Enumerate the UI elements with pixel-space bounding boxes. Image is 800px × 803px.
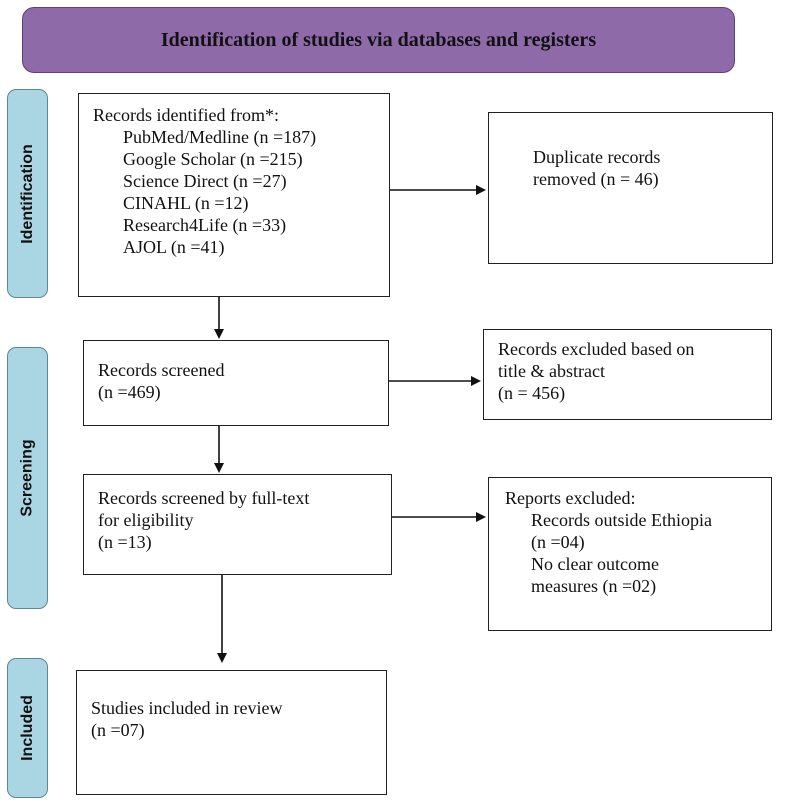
included-line: Studies included in review (91, 698, 283, 718)
records-excluded-line: (n = 456) (498, 383, 566, 403)
duplicates-line: Duplicate records (533, 147, 661, 167)
duplicates-line: removed (n = 46) (533, 169, 659, 189)
reports-excluded-line: No clear outcome (531, 554, 659, 574)
records-excluded-line: title & abstract (498, 361, 605, 381)
records-identified-heading: Records identified from*: (93, 105, 279, 125)
source-item: Google Scholar (n =215) (123, 149, 303, 169)
full-text-line: for eligibility (98, 510, 194, 530)
records-screened-box: Records screened (n =469) (83, 340, 389, 426)
full-text-screened-box: Records screened by full-text for eligib… (83, 474, 392, 575)
reports-excluded-line: measures (n =02) (531, 576, 657, 596)
source-item: Research4Life (n =33) (123, 215, 287, 235)
full-text-line: (n =13) (98, 532, 152, 552)
reports-excluded-line: (n =04) (531, 532, 585, 552)
records-identified-box: Records identified from*: PubMed/Medline… (78, 93, 390, 297)
full-text-line: Records screened by full-text (98, 488, 310, 508)
source-item: Science Direct (n =27) (123, 171, 287, 191)
header-banner: Identification of studies via databases … (22, 7, 735, 73)
phase-screening: Screening (7, 347, 48, 609)
records-screened-line: (n =469) (98, 382, 161, 402)
source-item: PubMed/Medline (n =187) (123, 127, 317, 147)
phase-included-label: Included (18, 695, 36, 761)
records-excluded-line: Records excluded based on (498, 339, 695, 359)
header-title: Identification of studies via databases … (160, 28, 597, 51)
included-line: (n =07) (91, 720, 145, 740)
reports-excluded-heading: Reports excluded: (505, 488, 636, 508)
records-screened-line: Records screened (98, 360, 225, 380)
reports-excluded-box: Reports excluded: Records outside Ethiop… (488, 477, 772, 631)
source-item: AJOL (n =41) (123, 237, 225, 257)
phase-included: Included (7, 658, 48, 798)
phase-screening-label: Screening (18, 439, 36, 517)
phase-identification-label: Identification (18, 143, 36, 244)
source-item: CINAHL (n =12) (123, 193, 249, 213)
reports-excluded-line: Records outside Ethiopia (531, 510, 712, 530)
records-excluded-box: Records excluded based on title & abstra… (483, 329, 772, 420)
duplicates-removed-box: Duplicate records removed (n = 46) (488, 112, 773, 264)
phase-identification: Identification (7, 89, 48, 298)
studies-included-box: Studies included in review (n =07) (76, 670, 387, 795)
